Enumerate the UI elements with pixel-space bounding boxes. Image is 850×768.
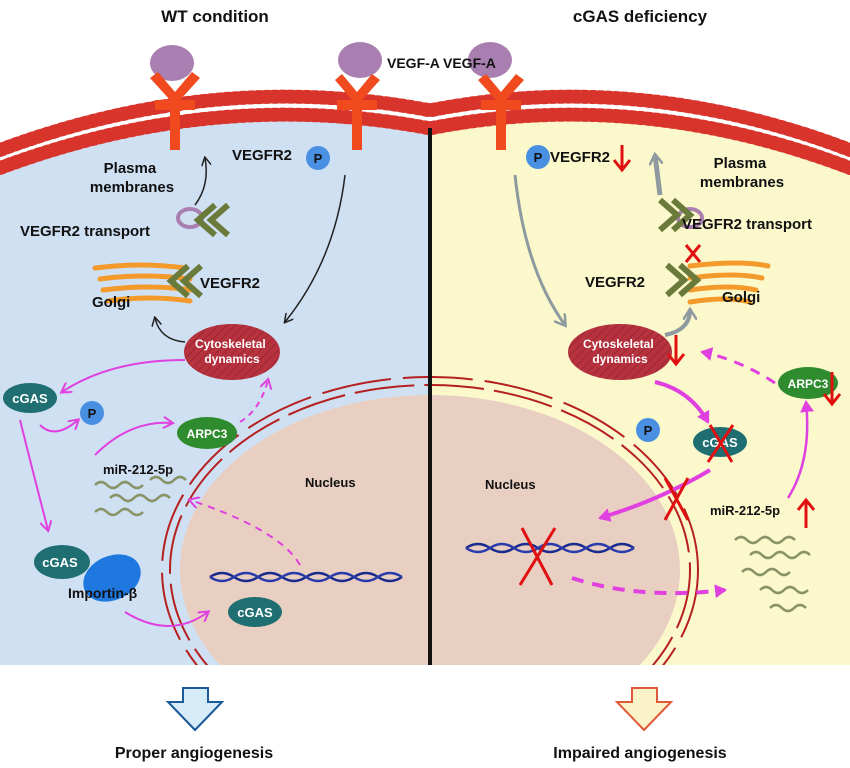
left-importin-label: Importin-β [68, 585, 138, 601]
right-golgi [687, 260, 771, 305]
right-outcome-arrow [614, 687, 674, 732]
right-dna [465, 542, 635, 554]
left-arrow-importin-to-nucleus [124, 612, 208, 627]
left-plasma-membranes-text: Plasma [104, 160, 157, 177]
left-arrow-cgas-down [19, 419, 48, 530]
left-vegfr2-top-label: VEGFR2 [232, 147, 292, 164]
left-arrow-dna-to-mir [190, 500, 301, 566]
left-p-receptor [306, 146, 330, 170]
left-cgas-complex-label: cGAS [42, 555, 78, 570]
left-importin [83, 554, 141, 602]
left-cgas-nuclear [228, 597, 282, 627]
left-vegfr2-transport-label: VEGFR2 transport [20, 223, 150, 240]
left-cgas [3, 383, 57, 413]
right-down-arrow-arpc3 [822, 372, 842, 407]
left-arpc3-label: ARPC3 [187, 427, 228, 441]
right-vegfr2-golgi-label: VEGFR2 [585, 274, 645, 291]
left-cgas-label: cGAS [12, 391, 48, 406]
right-outcome-label: Impaired angiogenesis [553, 745, 726, 762]
left-arrow-transport-to-membrane [194, 158, 206, 206]
left-cytoskeletal-blob [184, 324, 280, 380]
right-cytoskeletal-text-line2: dynamics [592, 352, 648, 366]
right-up-arrow-mir [796, 497, 816, 528]
right-down-arrow-vegfr2 [612, 145, 632, 173]
right-arrow-arpc3-to-cytoskeletal [700, 347, 776, 385]
right-plasma-membranes-label: Plasma membranes [700, 155, 784, 191]
left-golgi-label: Golgi [92, 294, 130, 311]
right-cytoskeletal-label: Cytoskeletal dynamics [583, 337, 657, 366]
center-vegfa-label: VEGF-A [387, 55, 440, 71]
left-arrow-arpc3-to-cytoskeletal [239, 380, 268, 423]
left-arrow-cytoskeletal-to-cgas [62, 359, 186, 392]
right-down-arrow-cytoskeletal [666, 335, 686, 367]
left-arpc3 [177, 417, 237, 449]
left-cgas-complex [34, 545, 90, 579]
right-receptor [468, 42, 524, 150]
left-title: WT condition [161, 7, 269, 26]
right-p [636, 418, 660, 442]
right-vegfr2-transport-label: VEGFR2 transport [682, 216, 812, 233]
left-nucleus [161, 376, 428, 665]
right-vegfa-label: VEGF-A [443, 55, 496, 71]
left-plasma-membranes-label: Plasma membranes [90, 160, 174, 196]
right-red-x-transport [684, 244, 702, 263]
right-nucleus-label: Nucleus [485, 477, 536, 492]
right-nucleus [432, 376, 699, 665]
left-outcome-arrow [165, 687, 225, 732]
right-title: cGAS deficiency [573, 7, 708, 26]
right-cytoskeletal-blob [568, 324, 672, 380]
right-red-x-dna [518, 527, 557, 586]
right-plasma-membranes-text-line2: membranes [700, 174, 784, 191]
left-receptor-1 [150, 45, 200, 150]
left-mir-strands [94, 475, 187, 517]
right-p-receptor-label: P [534, 150, 543, 165]
right-grey-arrow-to-membrane [655, 155, 660, 196]
right-red-x-import [663, 477, 690, 521]
right-arrow-dna-to-mir [571, 576, 727, 599]
right-arrow-cgas-to-nucleus [598, 468, 712, 522]
right-plasma-membranes-text: Plasma [714, 155, 767, 172]
right-arrow-cytoskeletal-to-cgas [654, 380, 710, 424]
left-cytoskeletal-label: Cytoskeletal dynamics [195, 337, 269, 366]
left-mir-label: miR-212-5p [103, 462, 173, 477]
left-receptor-2 [335, 42, 382, 150]
left-dna [209, 571, 403, 583]
right-p-label: P [644, 423, 653, 438]
left-arrow-cgas-to-p [39, 420, 78, 433]
left-arrow-vegfr2-to-cytoskeletal [285, 174, 346, 322]
left-outcome-label: Proper angiogenesis [115, 745, 273, 762]
right-vegfr2-transport-chevrons [658, 197, 695, 233]
left-nucleus-label: Nucleus [305, 475, 356, 490]
left-vegfr2-transport-chevrons [193, 202, 230, 238]
right-grey-arrow-cytoskeletal-to-golgi [664, 310, 690, 337]
left-cytoskeletal-text-line2: dynamics [204, 352, 260, 366]
right-cytoskeletal-text: Cytoskeletal [583, 337, 654, 351]
left-golgi-chevrons [166, 263, 203, 299]
right-vegfr2-top-label: VEGFR2 [550, 149, 610, 166]
left-plasma-membranes-text-line2: membranes [90, 179, 174, 196]
left-arrow-cytoskeletal-to-golgi [155, 318, 186, 343]
right-grey-arrow-receptor-to-cytoskeletal [513, 174, 565, 325]
left-cgas-nuclear-label: cGAS [237, 605, 273, 620]
right-golgi-label: Golgi [722, 289, 760, 306]
left-p [80, 401, 104, 425]
right-arrow-mir-to-arpc3 [786, 400, 814, 499]
left-cytoskeletal-text: Cytoskeletal [195, 337, 266, 351]
left-vegfr2-golgi-label: VEGFR2 [200, 275, 260, 292]
right-arpc3-label: ARPC3 [788, 377, 829, 391]
right-red-x-cgas [706, 424, 735, 463]
left-p-receptor-label: P [314, 151, 323, 166]
right-golgi-chevrons [665, 262, 702, 298]
right-arpc3 [778, 367, 838, 399]
left-arrow-mir-to-arpc3 [94, 423, 172, 456]
left-p-label: P [88, 406, 97, 421]
right-mir-label: miR-212-5p [710, 503, 780, 518]
right-mir-strands [734, 535, 811, 613]
right-p-receptor [526, 145, 550, 169]
